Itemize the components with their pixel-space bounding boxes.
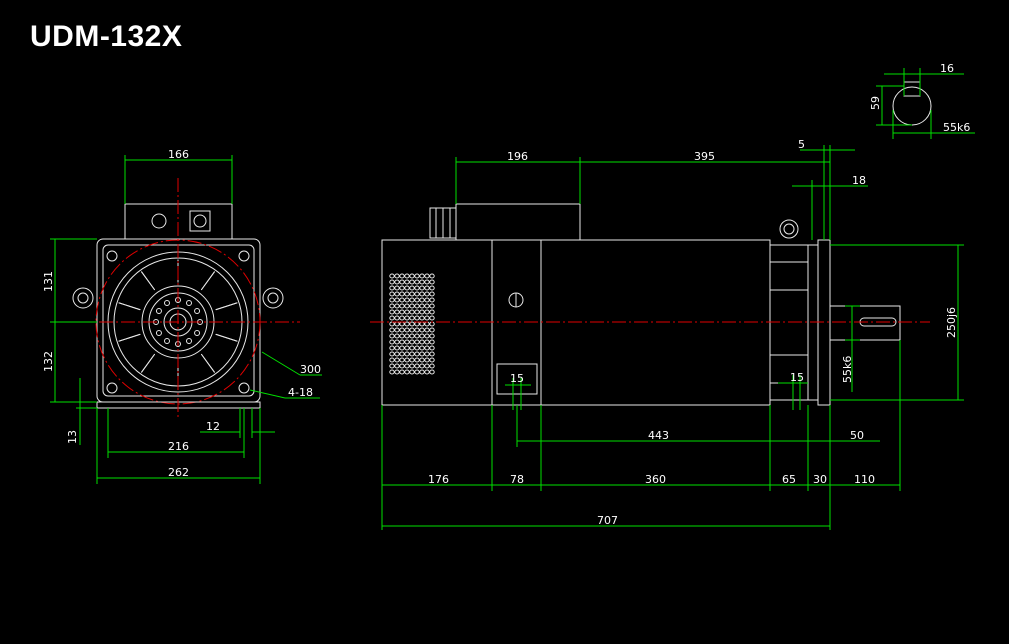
bolt-hole <box>106 250 118 262</box>
dim-196: 196 <box>507 150 528 163</box>
shaft-detail: 16 59 55k6 <box>869 62 975 139</box>
lifting-eye <box>779 219 799 239</box>
dim-110: 110 <box>854 473 875 486</box>
shaft <box>829 305 901 341</box>
dim-55k6-detail: 55k6 <box>943 121 970 134</box>
shaft-section <box>892 86 932 126</box>
dim-216: 216 <box>168 440 189 453</box>
dim-15-right: 15 <box>790 371 804 384</box>
dim-5: 5 <box>798 138 805 151</box>
side-view: 196 395 5 18 15 15 443 50 176 <box>370 138 964 530</box>
dim-50: 50 <box>850 429 864 442</box>
dim-59: 59 <box>869 96 882 110</box>
vent-grille <box>389 273 435 375</box>
dim-707: 707 <box>597 514 618 527</box>
dim-16: 16 <box>940 62 954 75</box>
dim-13: 13 <box>66 430 79 444</box>
dim-12: 12 <box>206 420 220 433</box>
dim-131: 131 <box>42 271 55 292</box>
dim-300: 300 <box>300 363 321 376</box>
left-lug <box>72 287 94 309</box>
dim-132: 132 <box>42 351 55 372</box>
dim-55k6: 55k6 <box>841 356 854 383</box>
bolt-hole <box>106 382 118 394</box>
dim-15-left: 15 <box>510 372 524 385</box>
dim-30: 30 <box>813 473 827 486</box>
dim-65: 65 <box>782 473 796 486</box>
dim-4-18: 4-18 <box>288 386 313 399</box>
dim-176: 176 <box>428 473 449 486</box>
dim-360: 360 <box>645 473 666 486</box>
dim-443: 443 <box>648 429 669 442</box>
bolt-hole <box>238 382 250 394</box>
mount-slot <box>496 363 538 395</box>
dim-18: 18 <box>852 174 866 187</box>
front-view: 166 131 132 13 216 262 12 300 4-18 <box>42 148 322 484</box>
dim-166: 166 <box>168 148 189 161</box>
cable-gland <box>151 213 167 229</box>
dim-395: 395 <box>694 150 715 163</box>
dim-78: 78 <box>510 473 524 486</box>
connector <box>189 210 211 232</box>
side-terminal-box <box>455 203 581 241</box>
bolt-hole <box>238 250 250 262</box>
dim-250j6: 250j6 <box>945 307 958 338</box>
drawing-title: UDM-132X <box>30 20 183 53</box>
right-lug <box>262 287 284 309</box>
dim-262: 262 <box>168 466 189 479</box>
